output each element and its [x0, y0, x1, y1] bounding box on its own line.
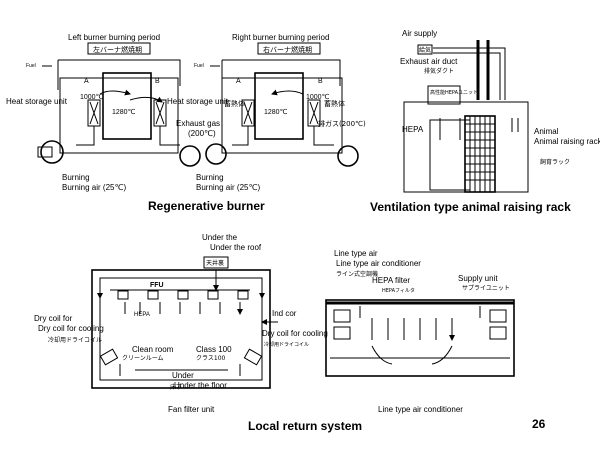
line-unit-right-2 — [489, 326, 507, 340]
clean-room-label: Clean room — [132, 345, 174, 354]
right-period-jp-box — [257, 42, 321, 55]
under-floor-jp: 床下 — [170, 383, 182, 391]
line-conditioner-jp: ライン式空調機 — [336, 270, 378, 278]
fuel-label-left: Fuel — [26, 63, 36, 69]
dry-coil-left — [99, 348, 119, 366]
heat-storage-label-left: Heat storage unit — [6, 97, 68, 106]
furnace-left — [102, 72, 152, 140]
dry-coil-right-label: Dry coil for cooling — [262, 329, 328, 338]
heat-storage-jp-left: 蓄熱体 — [224, 99, 245, 108]
exhaust-fan-left — [179, 145, 201, 167]
port-b-left: B — [155, 78, 160, 85]
hepa-unit-jp: 高性能HEPAユニット — [430, 89, 478, 96]
blower-left — [40, 140, 64, 164]
line-type-diagram: Line type air Line type air conditioner … — [325, 249, 515, 414]
temp-1000-left: 1000℃ — [80, 94, 104, 101]
burning-air-left: Burning air (25℃) — [62, 183, 126, 192]
line-hepa-jp: HEPAフィルタ — [382, 287, 415, 294]
line-room-box — [325, 299, 515, 377]
hepa-label: HEPA — [402, 125, 424, 134]
class-label: Class 100 — [196, 345, 232, 354]
rack-jp: 飼育ラック — [540, 158, 570, 166]
exhaust-fan-right — [337, 145, 359, 167]
exhaust-jp: 排ガス(200℃) — [318, 119, 366, 128]
line-unit-right-1 — [489, 309, 507, 323]
supply-unit-label: Supply unit — [458, 274, 498, 283]
exhaust-temp-label: (200℃) — [188, 129, 216, 138]
temp-1280-right: 1280℃ — [264, 109, 288, 116]
left-period-label: Left burner burning period — [68, 33, 160, 42]
right-period-label: Right burner burning period — [232, 33, 329, 42]
air-supply-label: Air supply — [402, 29, 437, 38]
furnace-right — [254, 72, 304, 140]
class-jp: クラス100 — [196, 355, 226, 362]
temp-1000-right: 1000℃ — [306, 94, 330, 101]
under-roof-label-1: Under the — [202, 233, 238, 242]
temp-1280-left: 1280℃ — [112, 109, 136, 116]
ffu-label: FFU — [150, 282, 164, 289]
air-supply-jp-box — [417, 44, 433, 55]
local-return-caption: Local return system — [248, 419, 362, 433]
dry-coil-left-jp: 冷却用ドライコイル — [48, 336, 102, 344]
regenerative-burner-caption: Regenerative burner — [148, 199, 265, 213]
hood-box — [429, 119, 471, 191]
dry-coil-right-jp: 冷却用ドライコイル — [264, 341, 309, 348]
ventilation-rack-caption: Ventilation type animal raising rack — [370, 200, 571, 214]
dry-coil-left-label: Dry coil for cooling — [38, 324, 104, 333]
line-unit-left-1 — [333, 309, 351, 323]
ventilation-rack-diagram: Air supply 給気 Exhaust air duct 排気ダクト 高性能… — [370, 29, 600, 214]
line-hepa-label: HEPA filter — [372, 276, 410, 285]
dry-coil-left-label-1: Dry coil for — [34, 314, 73, 323]
exhaust-duct-label: Exhaust air duct — [400, 57, 458, 66]
under-roof-label: Under the roof — [210, 243, 262, 252]
port-a-right: A — [236, 78, 241, 85]
under-floor-label-1: Under — [172, 371, 194, 380]
under-roof-jp: 天井裏 — [206, 259, 224, 267]
exhaust-duct-jp: 排気ダクト — [424, 67, 454, 75]
heat-storage-jp-right: 蓄熱体 — [324, 99, 345, 108]
under-roof-jp-box — [203, 256, 229, 269]
line-unit-left-2 — [333, 326, 351, 340]
fan-filter-caption: Fan filter unit — [168, 405, 215, 414]
ffu-hepa-label: HEPA — [134, 312, 150, 318]
dry-coil-right — [243, 348, 263, 366]
ind-coil-label: Ind cor — [272, 309, 297, 318]
ffu-outer-wall — [91, 269, 271, 389]
fuel-label-right: Fuel — [194, 63, 204, 69]
line-conditioner-label: Line type air conditioner — [336, 259, 421, 268]
rack-label: Animal raising rack — [534, 137, 600, 146]
left-period-jp: 左バーナ燃焼期 — [93, 45, 142, 54]
port-a-left: A — [84, 78, 89, 85]
air-supply-jp: 給気 — [419, 46, 431, 54]
heat-storage-label-mid: Heat storage unit — [167, 97, 229, 106]
regenerative-burner-diagram: Left burner burning period 左バーナ燃焼期 Fuel … — [6, 33, 366, 213]
left-burner-unit: Left burner burning period 左バーナ燃焼期 Fuel … — [6, 33, 229, 192]
line-conditioner-label-1: Line type air — [334, 249, 378, 258]
supply-unit-jp: サプライユニット — [462, 285, 510, 292]
right-period-jp: 右バーナ燃焼期 — [263, 45, 312, 54]
burning-air-right-1: Burning — [196, 173, 224, 182]
clean-room-jp: クリーンルーム — [122, 355, 164, 362]
fan-filter-unit-diagram: Under the Under the roof 天井裏 FFU HEPA Dr… — [34, 233, 328, 414]
page-number: 26 — [532, 417, 546, 431]
blower-right — [205, 143, 227, 165]
burning-air-left-1: Burning — [62, 173, 90, 182]
left-period-jp-box — [87, 42, 151, 55]
rack-label-1: Animal — [534, 127, 559, 136]
burning-air-right: Burning air (25℃) — [196, 183, 260, 192]
line-type-caption: Line type air conditioner — [378, 405, 463, 414]
exhaust-gas-label: Exhaust gas — [176, 119, 220, 128]
port-b-right: B — [318, 78, 323, 85]
hepa-unit-box — [427, 85, 461, 105]
right-burner-unit: Right burner burning period 右バーナ燃焼期 Fuel… — [194, 33, 366, 192]
under-floor-label: Under the floor — [174, 381, 227, 390]
